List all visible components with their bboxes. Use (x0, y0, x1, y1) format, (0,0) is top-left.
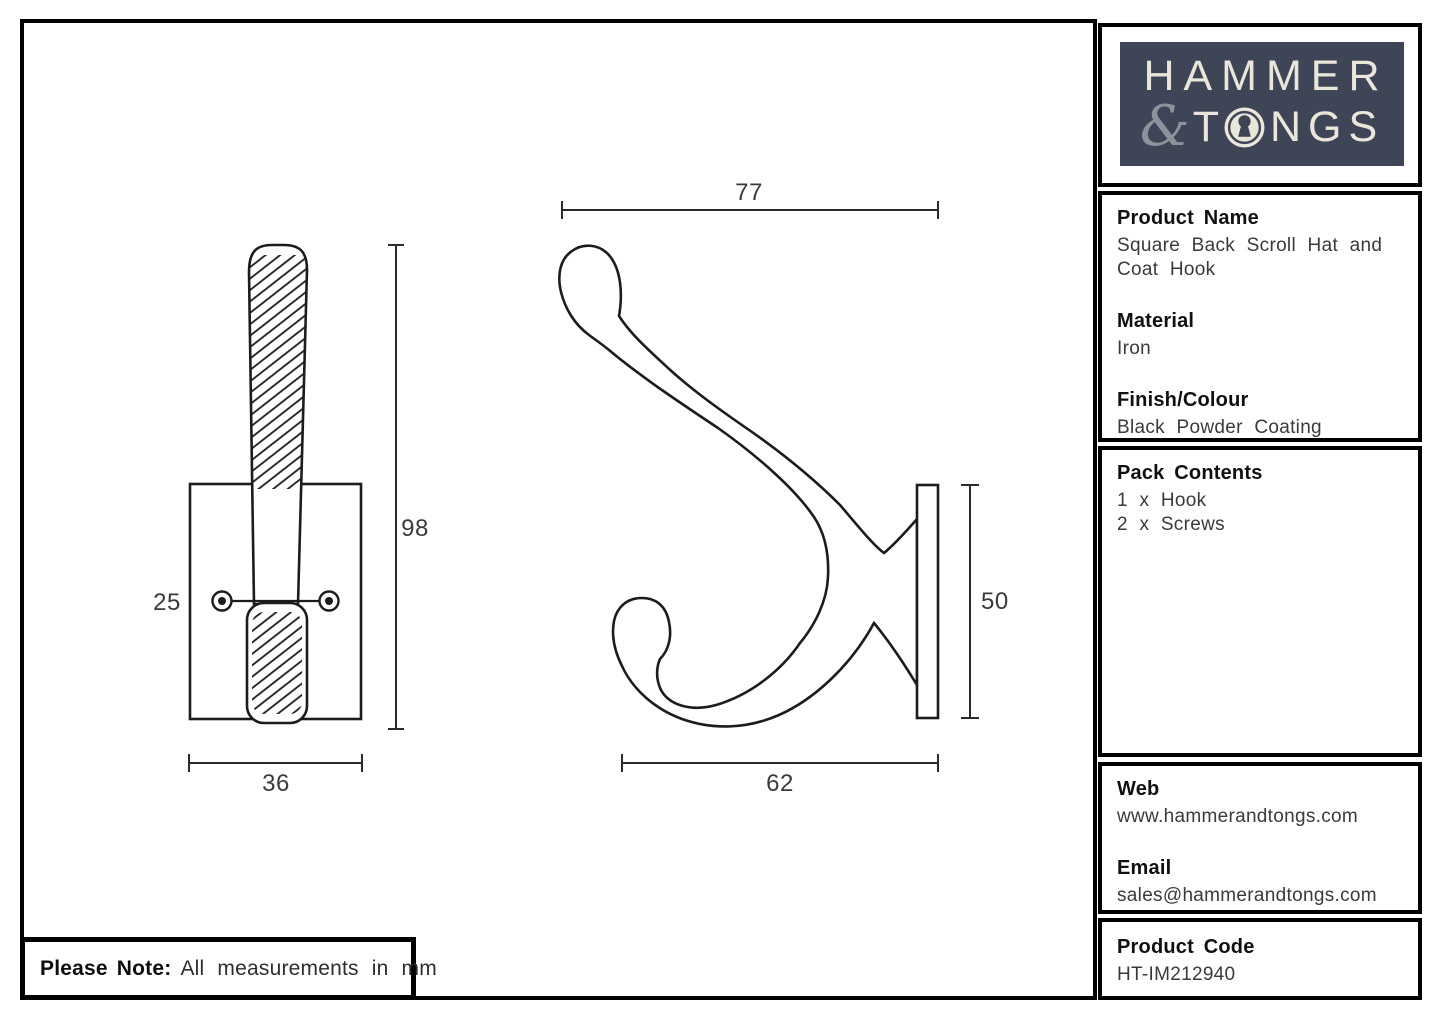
logo-line2: & T NGS (1139, 94, 1385, 160)
dim-depth-77: 77 (561, 179, 939, 219)
dim-plate-height-value: 50 (981, 588, 1009, 615)
logo-tongs-t: T (1192, 102, 1226, 151)
logo-ampersand: & (1139, 94, 1190, 160)
web-label: Web (1117, 778, 1160, 800)
web-value: www.hammerandtongs.com (1117, 806, 1359, 827)
side-hook-profile (558, 244, 919, 728)
dim-height-98: 98 (388, 244, 429, 730)
finish-colour-label: Finish/Colour (1117, 389, 1249, 411)
front-view-dimensions: 98 36 25 (153, 244, 429, 797)
note-label: Please Note: (40, 956, 172, 980)
front-scroll-hatching (252, 612, 302, 714)
dim-depth-value: 77 (735, 179, 763, 206)
product-name-value-line1: Square Back Scroll Hat and (1117, 235, 1383, 256)
hammer-and-tongs-logo: HAMMER & T NGS (1120, 42, 1404, 166)
keyhole-icon (1224, 107, 1265, 148)
product-code-panel: Product Code HT-IM212940 (1098, 918, 1422, 1000)
logo-panel: HAMMER & T NGS (1098, 23, 1422, 187)
finish-colour-value: Black Powder Coating (1117, 417, 1322, 438)
pack-contents-line2: 2 x Screws (1117, 514, 1225, 535)
measurements-note: Please Note: All measurements in mm (20, 937, 437, 1000)
dim-lower-depth-value: 62 (766, 770, 794, 797)
front-arm-hatching (249, 255, 307, 489)
email-label: Email (1117, 857, 1172, 879)
product-name-value-line2: Coat Hook (1117, 259, 1216, 280)
logo-word-tongs: T NGS (1192, 102, 1385, 151)
pack-contents-panel: Pack Contents 1 x Hook 2 x Screws (1098, 446, 1422, 757)
pack-contents-label: Pack Contents (1117, 462, 1263, 484)
screw-hole-right (318, 590, 340, 612)
logo-word-hammer: HAMMER (1143, 52, 1389, 101)
dim-width-36: 36 (188, 754, 363, 797)
dim-plate-height-50: 50 (961, 484, 1009, 719)
product-info-panel: Product Name Square Back Scroll Hat and … (1098, 191, 1422, 442)
side-back-plate (915, 483, 940, 720)
dim-hole-spacing-value: 25 (153, 589, 181, 616)
email-value: sales@hammerandtongs.com (1117, 885, 1377, 906)
contact-panel: Web www.hammerandtongs.com Email sales@h… (1098, 762, 1422, 914)
note-text: All measurements in mm (180, 956, 437, 980)
product-code-label: Product Code (1117, 936, 1255, 958)
material-value: Iron (1117, 338, 1151, 359)
pack-contents-line1: 1 x Hook (1117, 490, 1207, 511)
dim-height-value: 98 (401, 515, 429, 542)
material-label: Material (1117, 310, 1195, 332)
logo-tongs-ngs: NGS (1269, 102, 1385, 151)
side-view-dimensions: 77 50 62 (561, 179, 1009, 797)
front-view-drawing (188, 243, 363, 725)
screw-hole-left (211, 590, 233, 612)
dim-lower-depth-62: 62 (621, 754, 939, 797)
dim-width-value: 36 (262, 770, 290, 797)
product-name-label: Product Name (1117, 207, 1259, 229)
technical-drawing: 98 36 25 77 (153, 179, 1009, 797)
product-code-value: HT-IM212940 (1117, 964, 1236, 985)
side-view-drawing (558, 244, 940, 728)
